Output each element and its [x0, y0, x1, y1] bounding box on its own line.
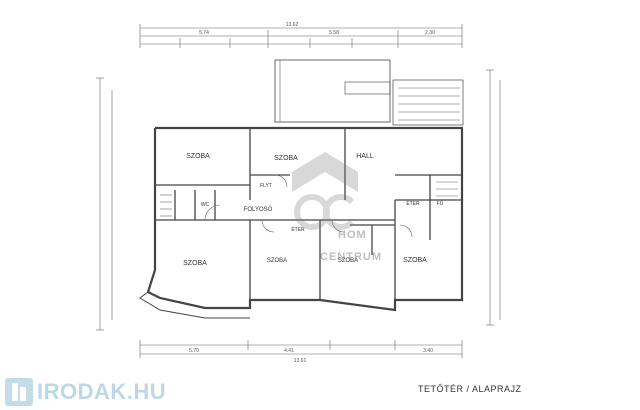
- room-label-szoba-bottom-3: SZOBA: [338, 258, 358, 264]
- site-brand[interactable]: IRODAK.HU: [4, 376, 172, 408]
- inner-walls: [155, 128, 462, 300]
- room-label-fu: FÜ: [437, 200, 444, 207]
- room-label-szoba-bottom-right: SZOBA: [403, 257, 427, 264]
- side-dimension-lines: [96, 69, 501, 331]
- brand-name: IRODAK.HU: [37, 379, 167, 404]
- room-label-szoba-bottom-left: SZOBA: [183, 260, 207, 267]
- dim-bottom-3: 3.40: [423, 348, 433, 354]
- room-label-flyt: FLYT: [260, 183, 272, 189]
- dim-bottom-1: 5.70: [189, 348, 199, 354]
- roof-structure: [274, 59, 464, 126]
- dim-bottom-total: 13.61: [294, 358, 307, 364]
- brand-logo-icon: [5, 378, 33, 406]
- room-label-szoba-bottom-2: SZOBA: [267, 258, 287, 264]
- watermark-text-line2: CENTRUM: [320, 251, 382, 263]
- room-label-wc: WC: [201, 202, 210, 208]
- room-label-eter-right: ÉTER: [406, 200, 420, 207]
- room-label-szoba-top-left: SZOBA: [186, 153, 210, 160]
- room-label-szoba-top-mid: SZOBA: [274, 155, 298, 162]
- stair-hatch: [160, 181, 458, 217]
- dim-top-3: 2.30: [425, 30, 435, 36]
- top-dimension-lines: 13.62 5.74 5.58 2.30: [139, 22, 463, 48]
- room-label-eter-mid: ÉTER: [291, 226, 305, 233]
- plan-caption: TETŐTÉR / ALAPRAJZ: [418, 384, 522, 394]
- bottom-dimension-lines: 5.70 4.41 3.40 13.61: [139, 340, 463, 364]
- dim-top-2: 5.58: [329, 30, 339, 36]
- dim-top-total: 13.62: [286, 22, 299, 28]
- room-label-folyoso: FOLYOSÓ: [244, 206, 273, 213]
- watermark-logo: [292, 152, 358, 230]
- room-label-hall: HALL: [356, 153, 374, 160]
- room-labels: SZOBA SZOBA HALL FOLYOSÓ SZOBA SZOBA SZO…: [183, 153, 444, 267]
- dim-top-1: 5.74: [199, 30, 209, 36]
- door-swings: [204, 174, 413, 238]
- watermark-text-line1: HOM: [338, 229, 367, 241]
- dim-bottom-2: 4.41: [284, 348, 294, 354]
